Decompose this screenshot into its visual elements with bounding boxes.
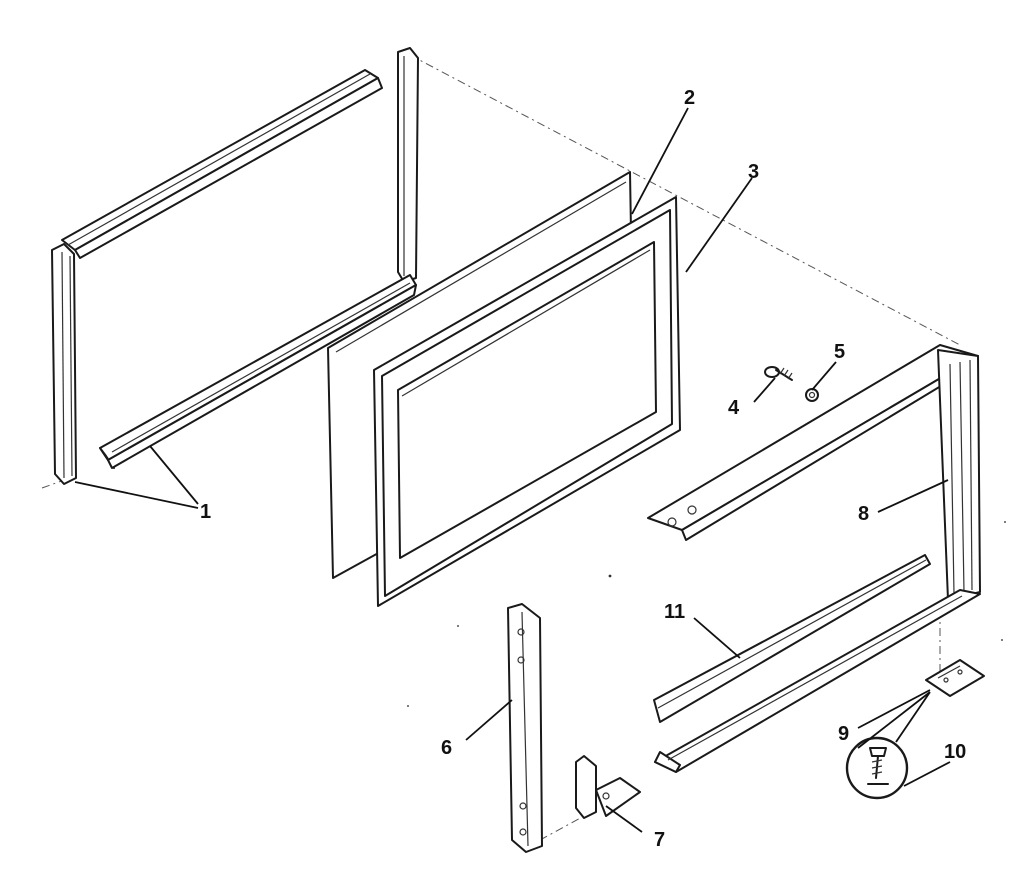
screw-detail-part-10 [845,691,931,800]
callout-6: 6 [441,737,452,759]
callout-labels: 1 2 3 4 5 6 7 8 9 10 11 [200,87,966,851]
callout-11: 11 [664,601,685,623]
callout-10: 10 [944,741,966,763]
callout-7: 7 [654,829,665,851]
callout-4: 4 [728,397,740,419]
trim-strip-part-11 [653,554,931,723]
hinge-channel-part-6 [507,603,543,853]
window-frame-part-3 [373,196,681,607]
door-frame-part-8 [647,344,981,773]
callout-9: 9 [838,723,849,745]
callout-8: 8 [858,503,869,525]
bracket-part-7 [575,755,641,819]
callout-1: 1 [200,501,211,523]
callout-5: 5 [834,341,845,363]
leader-lines [74,107,951,833]
trim-frame-part-1 [51,47,419,485]
scan-specks [407,521,1006,707]
screw-part-4 [764,366,793,381]
callout-2: 2 [684,87,695,109]
nut-part-5 [805,388,819,402]
clip-part-9 [925,659,985,697]
callout-3: 3 [748,161,759,183]
